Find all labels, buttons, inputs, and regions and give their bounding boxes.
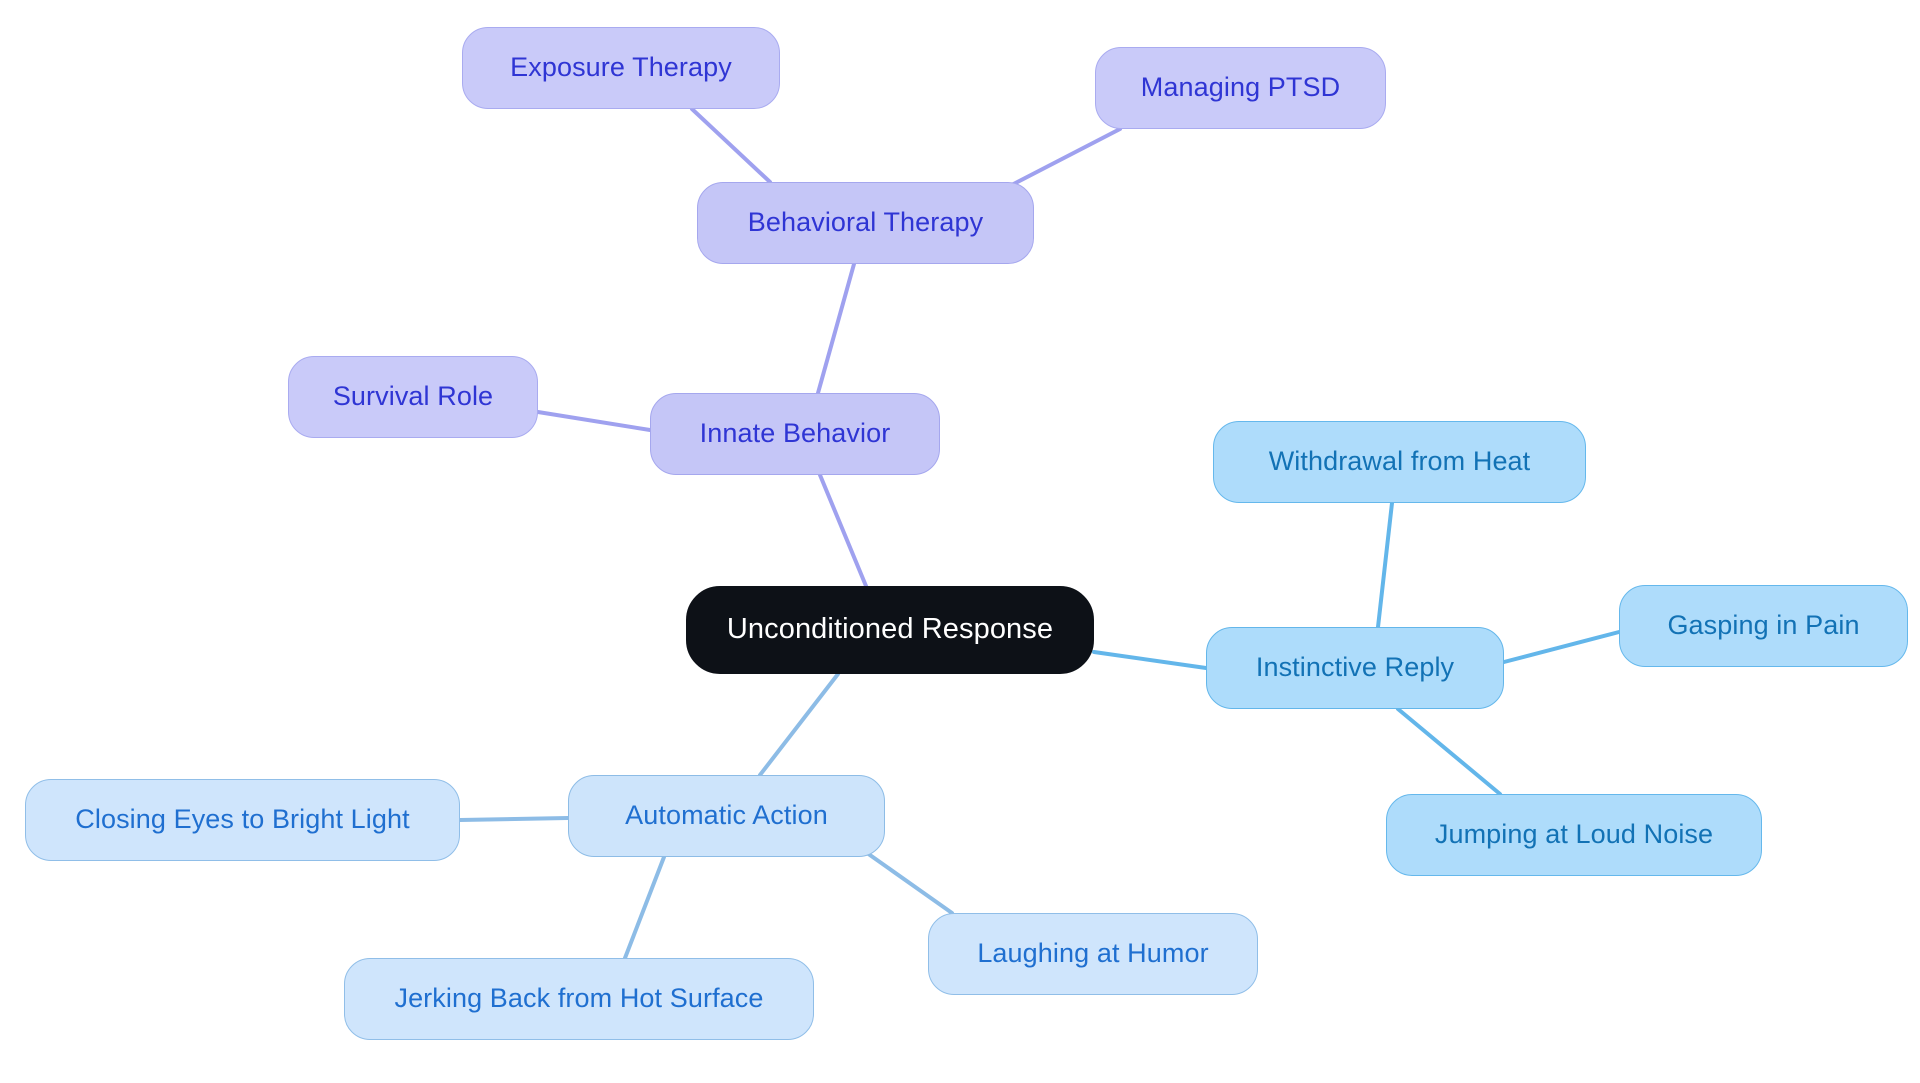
mindmap-node-label-jumping-at-loud-noise: Jumping at Loud Noise (1434, 819, 1714, 850)
mindmap-node-instinctive-reply[interactable]: Instinctive Reply (1206, 627, 1504, 709)
mindmap-node-withdrawal-from-heat[interactable]: Withdrawal from Heat (1213, 421, 1586, 503)
mindmap-node-behavioral-therapy[interactable]: Behavioral Therapy (697, 182, 1034, 264)
mindmap-node-laughing-at-humor[interactable]: Laughing at Humor (928, 913, 1258, 995)
edge-innate-survival (536, 410, 652, 432)
edge-instinctive-jumping (1396, 707, 1502, 796)
mindmap-node-label-laughing-at-humor: Laughing at Humor (977, 938, 1209, 969)
mindmap-node-innate-behavior[interactable]: Innate Behavior (650, 393, 940, 475)
edge-root-innate (818, 473, 868, 588)
mindmap-node-label-withdrawal-from-heat: Withdrawal from Heat (1268, 446, 1531, 477)
mindmap-node-label-exposure-therapy: Exposure Therapy (510, 52, 732, 83)
mindmap-node-label-root: Unconditioned Response (726, 613, 1054, 646)
edge-root-automatic (758, 672, 840, 777)
mindmap-node-label-automatic-action: Automatic Action (625, 800, 828, 831)
edge-root-instinctive (1092, 650, 1208, 670)
mindmap-node-label-gasping-in-pain: Gasping in Pain (1667, 610, 1860, 641)
edge-automatic-jerking (623, 855, 666, 960)
mindmap-node-label-instinctive-reply: Instinctive Reply (1255, 652, 1455, 683)
edge-behavioral-ptsd (1000, 127, 1122, 192)
edge-instinctive-withdrawal (1376, 501, 1394, 629)
mindmap-node-automatic-action[interactable]: Automatic Action (568, 775, 885, 857)
mindmap-node-managing-ptsd[interactable]: Managing PTSD (1095, 47, 1386, 129)
mindmap-node-label-managing-ptsd: Managing PTSD (1140, 72, 1341, 103)
mindmap-node-gasping-in-pain[interactable]: Gasping in Pain (1619, 585, 1908, 667)
edge-instinctive-gasping (1502, 630, 1621, 664)
mindmap-node-exposure-therapy[interactable]: Exposure Therapy (462, 27, 780, 109)
edge-innate-behavioral (816, 262, 856, 395)
mindmap-node-root[interactable]: Unconditioned Response (686, 586, 1094, 674)
mindmap-node-label-survival-role: Survival Role (332, 381, 494, 412)
mindmap-node-survival-role[interactable]: Survival Role (288, 356, 538, 438)
mindmap-node-jerking-back-from-hot-surface[interactable]: Jerking Back from Hot Surface (344, 958, 814, 1040)
edge-automatic-laughing (858, 846, 954, 915)
mindmap-node-label-innate-behavior: Innate Behavior (699, 418, 891, 449)
mindmap-node-label-jerking-back-from-hot-surface: Jerking Back from Hot Surface (394, 983, 764, 1014)
mindmap-node-label-closing-eyes-to-bright-light: Closing Eyes to Bright Light (75, 804, 410, 835)
mindmap-node-closing-eyes-to-bright-light[interactable]: Closing Eyes to Bright Light (25, 779, 460, 861)
mindmap-node-jumping-at-loud-noise[interactable]: Jumping at Loud Noise (1386, 794, 1762, 876)
edge-automatic-closing (458, 816, 570, 822)
edge-behavioral-exposure (690, 107, 772, 184)
mindmap-node-label-behavioral-therapy: Behavioral Therapy (747, 207, 984, 238)
